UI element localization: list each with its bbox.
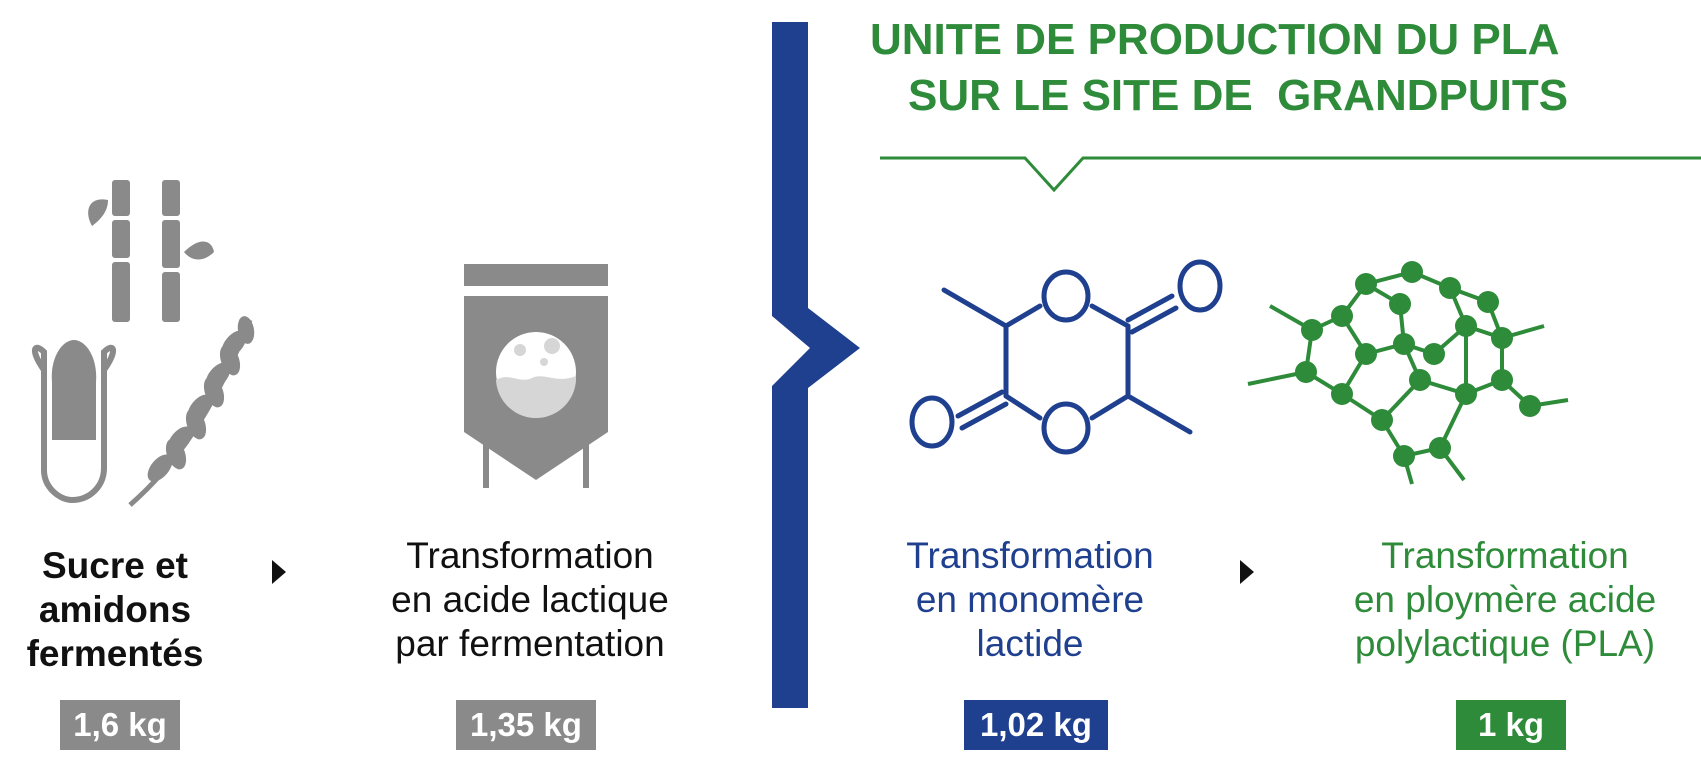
step-1-line-1: Sucre et <box>41 545 188 586</box>
step-2-label: Transformation en acide lactique par fer… <box>330 534 730 666</box>
step-4-line-1: Transformation <box>1381 535 1629 576</box>
step-1-label: Sucre et amidons fermentés <box>0 544 230 676</box>
title-line-1: UNITE DE PRODUCTION DU PLA <box>870 15 1560 64</box>
step-4-label: Transformation en ploymère acide polylac… <box>1310 534 1700 666</box>
step-2-line-2: en acide lactique <box>391 579 669 620</box>
step-2-line-1: Transformation <box>406 535 654 576</box>
step-4-line-2: en ploymère acide <box>1353 579 1657 620</box>
section-title: UNITE DE PRODUCTION DU PLA SUR LE SITE D… <box>870 12 1690 124</box>
title-line-2: SUR LE SITE DE GRANDPUITS <box>908 71 1569 120</box>
step-3-label: Transformation en monomère lactide <box>860 534 1200 666</box>
step-1-line-3: fermentés <box>26 633 204 674</box>
step-1-value-badge: 1,6 kg <box>60 700 180 750</box>
step-3-line-1: Transformation <box>906 535 1154 576</box>
step-2-value-badge: 1,35 kg <box>456 700 596 750</box>
step-3-value-badge: 1,02 kg <box>964 700 1108 750</box>
step-4-value-badge: 1 kg <box>1456 700 1566 750</box>
step-4-line-3: polylactique (PLA) <box>1354 623 1656 664</box>
step-3-line-2: en monomère <box>915 579 1145 620</box>
arrow-right-icon <box>1240 560 1254 584</box>
arrow-right-icon <box>272 560 286 584</box>
step-3-line-3: lactide <box>976 623 1084 664</box>
step-1-line-2: amidons <box>38 589 192 630</box>
step-2-line-3: par fermentation <box>395 623 665 664</box>
